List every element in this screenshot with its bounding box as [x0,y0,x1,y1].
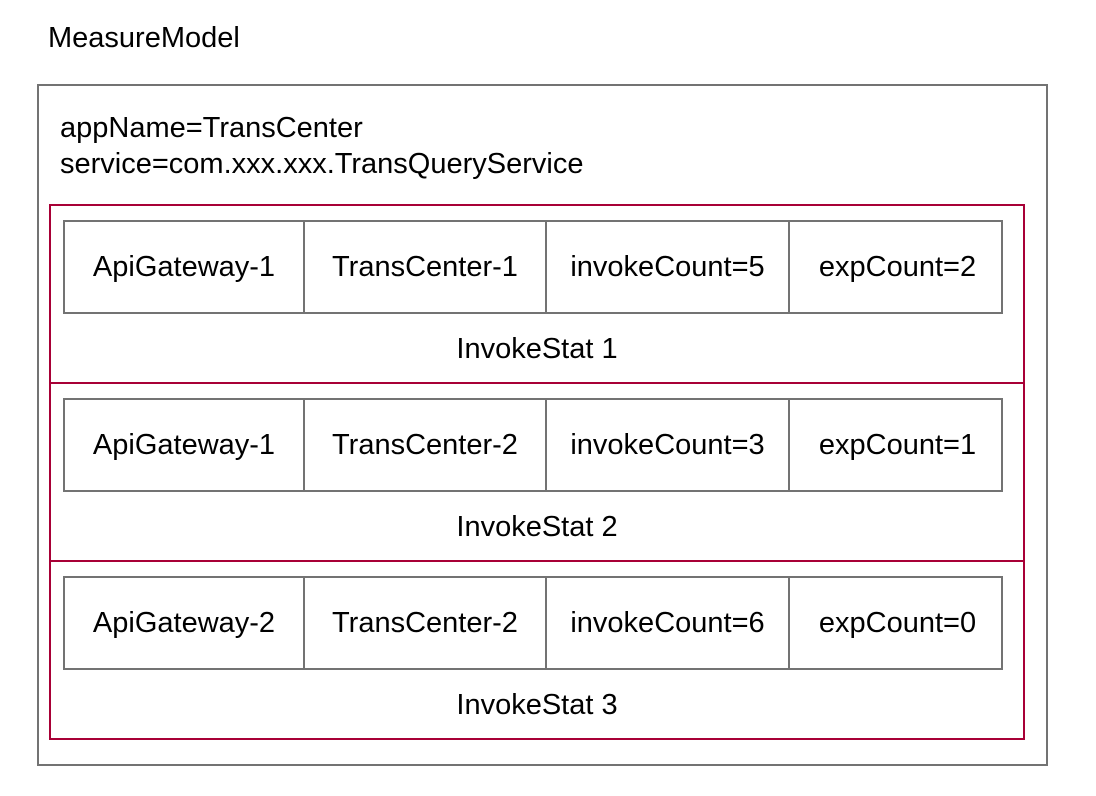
invoke-stat-2-label: InvokeStat 2 [456,510,618,543]
center-cell: TransCenter-2 [305,400,547,490]
gateway-cell: ApiGateway-2 [65,578,305,668]
invoke-stat-box-3: ApiGateway-2 TransCenter-2 invokeCount=6… [49,560,1025,740]
gateway-cell: ApiGateway-1 [65,222,305,312]
exp-count-cell: expCount=0 [818,606,977,639]
app-name-text: appName=TransCenter [60,112,363,144]
invoke-stat-box-1: ApiGateway-1 TransCenter-1 invokeCount=5… [49,204,1025,384]
invoke-stat-box-2: ApiGateway-1 TransCenter-2 invokeCount=3… [49,382,1025,562]
exp-count-cell: expCount=1 [818,428,977,461]
model-attributes: appName=TransCenter service=com.xxx.xxx.… [60,110,583,182]
service-name-text: service=com.xxx.xxx.TransQueryService [60,148,584,180]
invoke-count-cell: invokeCount=6 [547,578,790,668]
invoke-count-cell: invokeCount=5 [547,222,790,312]
invoke-stat-1-table: ApiGateway-1 TransCenter-1 invokeCount=5… [63,220,1003,314]
gateway-cell: ApiGateway-1 [65,400,305,490]
invoke-stat-2-table: ApiGateway-1 TransCenter-2 invokeCount=3… [63,398,1003,492]
diagram-title: MeasureModel [48,22,240,54]
invoke-stat-3-label: InvokeStat 3 [456,688,618,721]
measure-model-box: appName=TransCenter service=com.xxx.xxx.… [37,84,1048,766]
invoke-stat-3-table: ApiGateway-2 TransCenter-2 invokeCount=6… [63,576,1003,670]
invoke-count-cell: invokeCount=3 [547,400,790,490]
center-cell: TransCenter-2 [305,578,547,668]
invoke-stat-list: ApiGateway-1 TransCenter-1 invokeCount=5… [49,204,1025,740]
invoke-stat-1-label: InvokeStat 1 [456,332,618,365]
exp-count-cell: expCount=2 [818,250,977,283]
center-cell: TransCenter-1 [305,222,547,312]
